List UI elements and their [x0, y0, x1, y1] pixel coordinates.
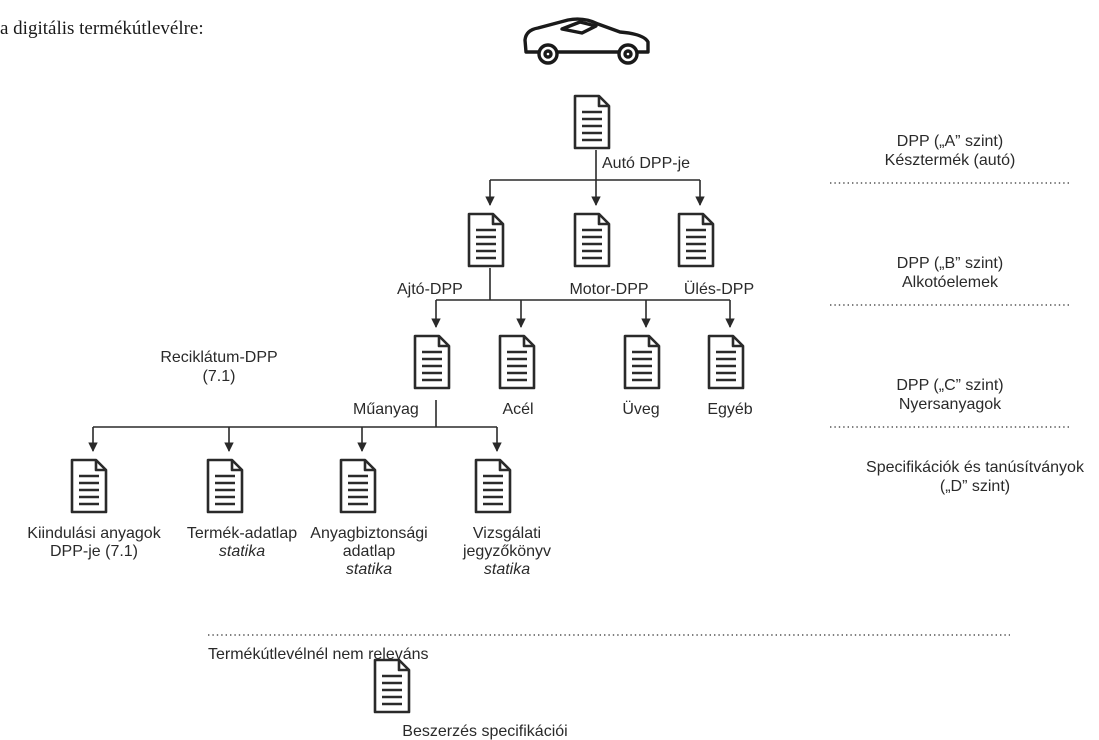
- acel-document-icon: [498, 334, 536, 390]
- beszerzes-label: Beszerzés specifikációi: [402, 723, 567, 740]
- level-separators: [208, 182, 1070, 636]
- auto-dpp-document-icon: [573, 94, 611, 150]
- beszerzes-document-icon: [373, 658, 411, 714]
- not-relevant-label: Termékútlevélnél nem releváns: [208, 646, 429, 663]
- vizsgalati-label-line1: Vizsgálati: [473, 525, 541, 542]
- kiindulasi-document-icon: [70, 458, 108, 514]
- egyeb-document-icon: [707, 334, 745, 390]
- level-b-desc: Alkotóelemek: [902, 274, 999, 291]
- motor-dpp-document-icon: [573, 212, 611, 268]
- egyeb-label: Egyéb: [707, 401, 752, 418]
- termek-adatlap-label: Termék-adatlap: [187, 525, 297, 542]
- anyagbiztonsagi-type: statika: [346, 561, 392, 578]
- kiindulasi-label-line2: DPP-je (7.1): [50, 543, 138, 560]
- acel-label: Acél: [502, 401, 533, 418]
- auto-dpp-label: Autó DPP-je: [602, 155, 690, 172]
- car-icon: [523, 17, 650, 65]
- uveg-label: Üveg: [622, 400, 659, 418]
- muanyag-label: Műanyag: [353, 401, 419, 418]
- motor-dpp-label: Motor-DPP: [569, 281, 648, 298]
- anyagbiztonsagi-label-line2: adatlap: [343, 543, 396, 560]
- connector-lines: [88, 150, 735, 452]
- level-d-desc: („D” szint): [940, 478, 1010, 495]
- level-d-title: Specifikációk és tanúsítványok: [866, 459, 1085, 476]
- ules-dpp-label: Ülés-DPP: [684, 280, 754, 298]
- anyagbiztonsagi-label-line1: Anyagbiztonsági: [310, 525, 427, 542]
- uveg-document-icon: [623, 334, 661, 390]
- muanyag-document-icon: [413, 334, 451, 390]
- kiindulasi-label-line1: Kiindulási anyagok: [27, 525, 161, 542]
- reciklatum-dpp-ref: (7.1): [203, 368, 236, 385]
- level-c-desc: Nyersanyagok: [899, 396, 1002, 413]
- header-text: a digitális termékútlevélre:: [0, 18, 204, 39]
- level-c-title: DPP („C” szint): [896, 377, 1003, 394]
- anyagbiztonsagi-document-icon: [339, 458, 377, 514]
- ules-dpp-document-icon: [677, 212, 715, 268]
- level-b-title: DPP („B” szint): [897, 255, 1003, 272]
- vizsgalati-document-icon: [474, 458, 512, 514]
- level-a-title: DPP („A” szint): [897, 133, 1003, 150]
- vizsgalati-type: statika: [484, 561, 530, 578]
- vizsgalati-label-line2: jegyzőkönyv: [462, 543, 551, 560]
- ajto-dpp-label: Ajtó-DPP: [397, 281, 463, 298]
- termek-adatlap-type: statika: [219, 543, 265, 560]
- termek-adatlap-document-icon: [206, 458, 244, 514]
- ajto-dpp-document-icon: [467, 212, 505, 268]
- level-a-desc: Késztermék (autó): [885, 152, 1016, 169]
- reciklatum-dpp-label: Reciklátum-DPP: [160, 349, 277, 366]
